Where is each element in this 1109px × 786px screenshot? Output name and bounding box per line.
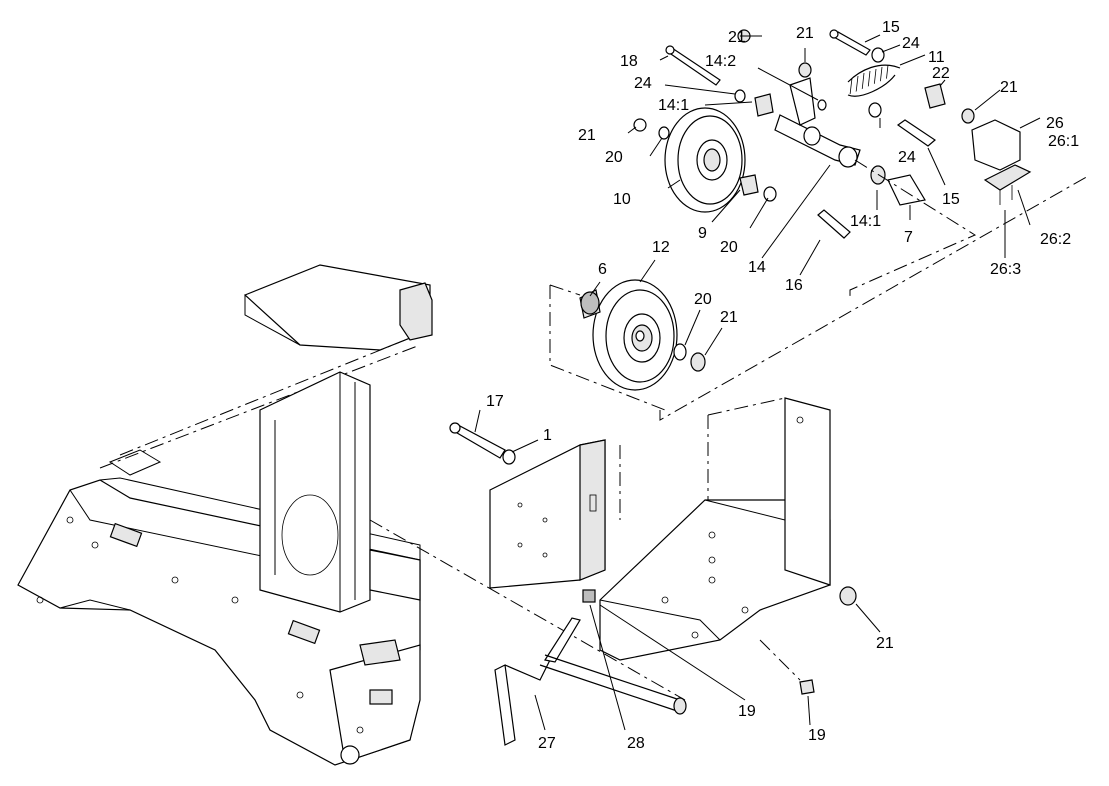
nut-21-bracket <box>839 586 857 606</box>
callout-21: 21 <box>720 309 738 326</box>
bolt-17 <box>449 422 516 465</box>
callout-20: 20 <box>694 291 712 308</box>
callout-21: 21 <box>578 127 596 144</box>
callout-18: 18 <box>620 53 638 70</box>
callout-1: 1 <box>543 427 552 444</box>
main-frame <box>17 264 433 766</box>
bolt-19-lower <box>799 679 815 695</box>
callout-20: 20 <box>720 239 738 256</box>
idler-arm-assembly <box>633 29 1032 239</box>
callout-14: 14 <box>748 259 766 276</box>
callout-6: 6 <box>598 261 607 278</box>
callout-26: 26 <box>1046 115 1064 132</box>
leader-lines <box>474 34 1041 731</box>
callout-15: 15 <box>942 191 960 208</box>
spacer-plate <box>489 439 606 589</box>
callout-14-2: 14:2 <box>705 53 736 70</box>
callout-14-1: 14:1 <box>658 97 689 114</box>
callout-24: 24 <box>902 35 920 52</box>
callout-28: 28 <box>627 735 645 752</box>
callout-24: 24 <box>898 149 916 166</box>
callout-19: 19 <box>808 727 826 744</box>
pulley-12 <box>579 279 706 391</box>
callout-21: 21 <box>796 25 814 42</box>
callout-21: 21 <box>1000 79 1018 96</box>
callout-16: 16 <box>785 277 803 294</box>
mount-bracket <box>599 397 831 661</box>
callout-26-3: 26:3 <box>990 261 1021 278</box>
callout-17: 17 <box>486 393 504 410</box>
callout-21: 21 <box>728 29 746 46</box>
callout-15: 15 <box>882 19 900 36</box>
callout-12: 12 <box>652 239 670 256</box>
callout-22: 22 <box>932 65 950 82</box>
callout-24: 24 <box>634 75 652 92</box>
callout-9: 9 <box>698 225 707 242</box>
callout-27: 27 <box>538 735 556 752</box>
callout-11: 11 <box>928 49 945 66</box>
callout-19: 19 <box>738 703 756 720</box>
callout-7: 7 <box>904 229 913 246</box>
callout-26-1: 26:1 <box>1048 133 1079 150</box>
callout-labels: 21 21 15 24 11 18 14:2 22 24 21 14:1 26 … <box>486 19 1079 752</box>
callout-21: 21 <box>876 635 894 652</box>
callout-20: 20 <box>605 149 623 166</box>
callout-14-1: 14:1 <box>850 213 881 230</box>
handle-assembly <box>494 589 687 746</box>
callout-10: 10 <box>613 191 631 208</box>
callout-26-2: 26:2 <box>1040 231 1071 248</box>
